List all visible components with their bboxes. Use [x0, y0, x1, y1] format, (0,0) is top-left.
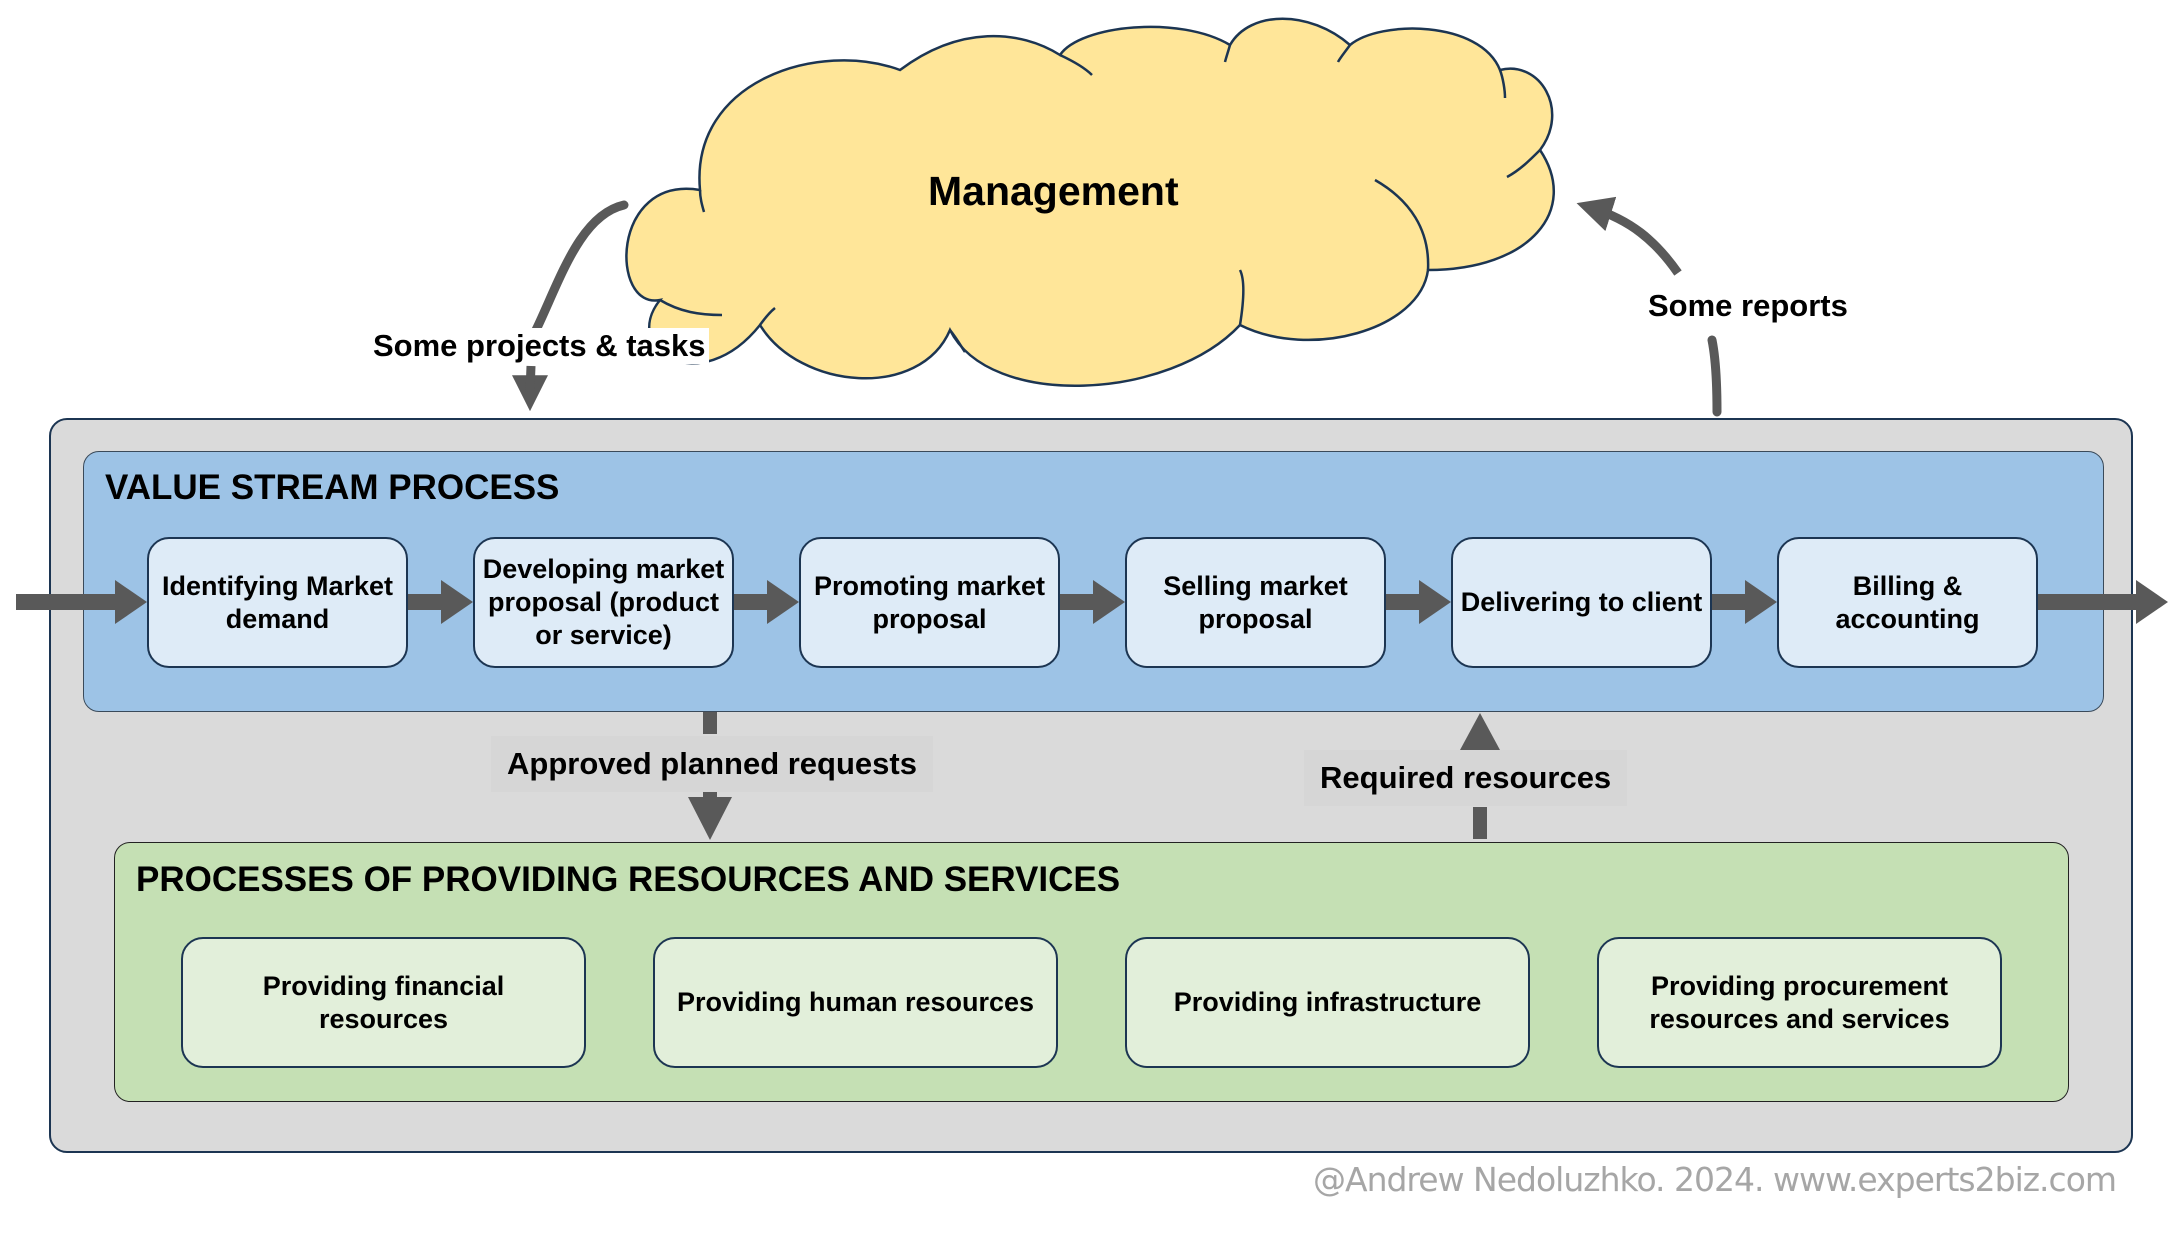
flow-arrow-head	[441, 580, 473, 624]
flow-arrow-shaft	[408, 594, 443, 610]
flow-arrow-shaft	[734, 594, 769, 610]
step-developing-proposal: Developing market proposal (product or s…	[473, 537, 734, 668]
value-stream-title: VALUE STREAM PROCESS	[105, 468, 560, 507]
approved-requests-label: Approved planned requests	[491, 736, 933, 792]
step-identifying-demand: Identifying Market demand	[147, 537, 408, 668]
resource-financial: Providing financial resources	[181, 937, 586, 1068]
step-delivering-client: Delivering to client	[1451, 537, 1712, 668]
flow-arrow-shaft	[2038, 594, 2138, 610]
flow-arrow-head	[2136, 580, 2168, 624]
step-selling-proposal: Selling market proposal	[1125, 537, 1386, 668]
flow-arrow-head	[115, 580, 147, 624]
reports-arrow-curve	[1576, 196, 1682, 276]
reports-arrow	[1707, 335, 1722, 417]
flow-arrow-head	[1419, 580, 1451, 624]
resource-human: Providing human resources	[653, 937, 1058, 1068]
projects-tasks-arrow	[531, 200, 629, 335]
management-cloud	[625, 17, 1555, 387]
flow-arrow-shaft	[1060, 594, 1095, 610]
resources-title: PROCESSES OF PROVIDING RESOURCES AND SER…	[136, 860, 1121, 899]
copyright-credit: @Andrew Nedoluzhko. 2024. www.experts2bi…	[1313, 1160, 2117, 1199]
required-resources-arrow	[1460, 713, 1500, 839]
management-label: Management	[928, 168, 1179, 214]
step-billing-accounting: Billing & accounting	[1777, 537, 2038, 668]
step-promoting-proposal: Promoting market proposal	[799, 537, 1060, 668]
flow-arrow-shaft	[1386, 594, 1421, 610]
required-resources-label: Required resources	[1304, 750, 1628, 806]
flow-arrow-head	[767, 580, 799, 624]
approved-requests-arrow	[688, 712, 732, 840]
projects-tasks-label: Some projects & tasks	[370, 328, 709, 364]
flow-arrow-head	[1093, 580, 1125, 624]
flow-arrow-head	[1745, 580, 1777, 624]
resource-procurement: Providing procurement resources and serv…	[1597, 937, 2002, 1068]
flow-arrow-shaft	[16, 594, 117, 610]
reports-label: Some reports	[1648, 288, 1848, 323]
value-stream-arrows	[16, 580, 2168, 624]
flow-arrow-shaft	[1712, 594, 1747, 610]
resource-infrastructure: Providing infrastructure	[1125, 937, 1530, 1068]
